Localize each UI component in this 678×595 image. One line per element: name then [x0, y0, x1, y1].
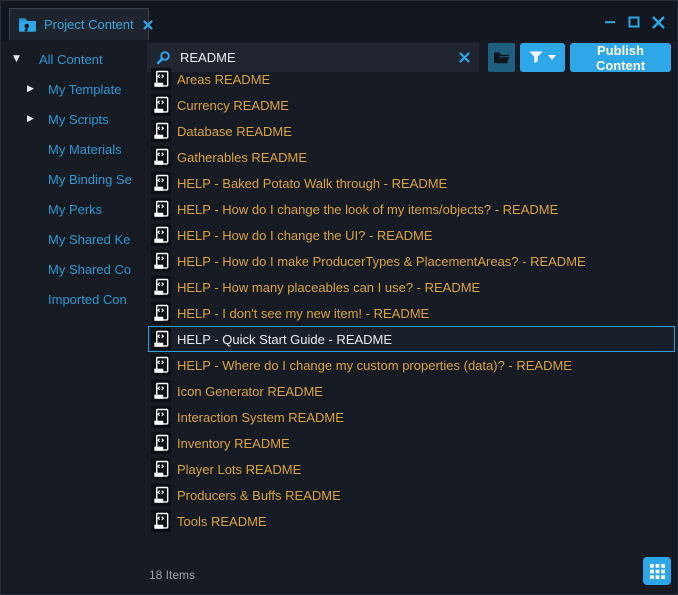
- list-item-database-readme[interactable]: Database README: [148, 118, 675, 144]
- expand-arrow-icon[interactable]: ▶: [27, 84, 34, 94]
- list-item-label: HELP - I don't see my new item! - README: [177, 305, 430, 321]
- list-item-help-how-many-placeables-can-i-use-readme[interactable]: HELP - How many placeables can I use? - …: [148, 274, 675, 300]
- list-item-label: HELP - How do I make ProducerTypes & Pla…: [177, 253, 586, 269]
- publish-content-button[interactable]: Publish Content: [570, 43, 671, 73]
- minimize-icon[interactable]: [603, 15, 617, 29]
- grid-view-button[interactable]: [643, 557, 671, 585]
- sidebar-item-label: My Shared Ke: [48, 231, 131, 247]
- list-item-producers-buffs-readme[interactable]: Producers & Buffs README: [148, 482, 675, 508]
- script-file-icon: [151, 302, 171, 324]
- script-file-icon: [151, 120, 171, 142]
- list-item-tools-readme[interactable]: Tools README: [148, 508, 675, 534]
- sidebar-item-label: My Scripts: [48, 111, 109, 127]
- list-item-label: Icon Generator README: [177, 383, 323, 399]
- sidebar-item-label: My Template: [48, 81, 122, 97]
- sidebar-item-label: Imported Con: [48, 291, 127, 307]
- search-input[interactable]: [178, 49, 452, 66]
- caret-down-icon: [548, 55, 556, 60]
- sidebar-item-my-template[interactable]: ▶ My Template: [1, 74, 147, 104]
- list-item-help-quick-start-guide-readme[interactable]: HELP - Quick Start Guide - README: [148, 326, 675, 352]
- sidebar-item-label: My Shared Co: [48, 261, 132, 277]
- sidebar-item-label: My Perks: [48, 201, 103, 217]
- maximize-icon[interactable]: [627, 15, 641, 29]
- sidebar-item-my-shared-co[interactable]: My Shared Co: [1, 254, 147, 284]
- clear-search-icon[interactable]: [459, 52, 470, 63]
- list-item-label: HELP - Quick Start Guide - README: [177, 331, 393, 347]
- tab-close-icon[interactable]: [143, 19, 153, 30]
- list-item-help-where-do-i-change-my-custom-properties-data-readme[interactable]: HELP - Where do I change my custom prope…: [148, 352, 675, 378]
- open-folder-button[interactable]: [488, 43, 515, 72]
- script-file-icon: [151, 68, 171, 90]
- list-item-label: Producers & Buffs README: [177, 487, 341, 503]
- search-icon: [156, 50, 171, 65]
- list-item-gatherables-readme[interactable]: Gatherables README: [148, 144, 675, 170]
- script-file-icon: [151, 484, 171, 506]
- sidebar-item-my-binding-se[interactable]: My Binding Se: [1, 164, 147, 194]
- tab-title: Project Content: [44, 17, 134, 32]
- list-item-help-how-do-i-change-the-look-of-my-items-objects-readme[interactable]: HELP - How do I change the look of my it…: [148, 196, 675, 222]
- list-item-areas-readme[interactable]: Areas README: [148, 66, 675, 92]
- search-box: [147, 43, 479, 72]
- project-folder-icon: [18, 17, 37, 33]
- script-file-icon: [151, 146, 171, 168]
- script-file-icon: [151, 276, 171, 298]
- grid-view-icon: [649, 563, 665, 579]
- list-item-label: Areas README: [177, 71, 271, 87]
- list-item-icon-generator-readme[interactable]: Icon Generator README: [148, 378, 675, 404]
- script-file-icon: [151, 198, 171, 220]
- sidebar-item-my-materials[interactable]: My Materials: [1, 134, 147, 164]
- list-item-label: Inventory README: [177, 435, 290, 451]
- sidebar-item-imported-con[interactable]: Imported Con: [1, 284, 147, 314]
- list-item-label: HELP - Where do I change my custom prope…: [177, 357, 572, 373]
- script-file-icon: [151, 406, 171, 428]
- sidebar-item-label: My Binding Se: [48, 171, 132, 187]
- content-list: Areas README Currency README Database RE…: [148, 66, 675, 534]
- script-file-icon: [151, 458, 171, 480]
- list-item-label: HELP - How many placeables can I use? - …: [177, 279, 481, 295]
- filter-icon: [529, 51, 543, 64]
- open-folder-icon: [493, 51, 510, 65]
- script-file-icon: [151, 224, 171, 246]
- list-item-currency-readme[interactable]: Currency README: [148, 92, 675, 118]
- sidebar-item-my-shared-ke[interactable]: My Shared Ke: [1, 224, 147, 254]
- sidebar-item-all-content[interactable]: ▼ All Content: [1, 44, 147, 74]
- sidebar-item-my-perks[interactable]: My Perks: [1, 194, 147, 224]
- filter-button[interactable]: [520, 43, 565, 72]
- list-item-help-baked-potato-walk-through-readme[interactable]: HELP - Baked Potato Walk through - READM…: [148, 170, 675, 196]
- list-item-label: Currency README: [177, 97, 289, 113]
- sidebar-item-label: All Content: [39, 51, 103, 67]
- list-item-label: Database README: [177, 123, 292, 139]
- list-item-help-how-do-i-change-the-ui-readme[interactable]: HELP - How do I change the UI? - README: [148, 222, 675, 248]
- script-file-icon: [151, 510, 171, 532]
- script-file-icon: [151, 432, 171, 454]
- list-item-inventory-readme[interactable]: Inventory README: [148, 430, 675, 456]
- list-item-label: HELP - How do I change the look of my it…: [177, 201, 559, 217]
- script-file-icon: [151, 250, 171, 272]
- list-item-player-lots-readme[interactable]: Player Lots README: [148, 456, 675, 482]
- collapse-arrow-icon[interactable]: ▼: [13, 54, 20, 64]
- list-item-label: HELP - How do I change the UI? - README: [177, 227, 433, 243]
- sidebar-item-my-scripts[interactable]: ▶ My Scripts: [1, 104, 147, 134]
- script-file-icon: [151, 94, 171, 116]
- window-controls: [603, 15, 665, 29]
- list-item-help-how-do-i-make-producertypes-placementareas-readme[interactable]: HELP - How do I make ProducerTypes & Pla…: [148, 248, 675, 274]
- sidebar: ▼ All Content ▶ My Template ▶ My Scripts…: [1, 44, 147, 594]
- item-count-label: 18 Items: [149, 568, 196, 582]
- main-panel: Publish Content Areas README Currency RE…: [147, 1, 677, 594]
- list-item-label: Interaction System README: [177, 409, 344, 425]
- list-item-label: Tools README: [177, 513, 267, 529]
- list-item-label: Gatherables README: [177, 149, 308, 165]
- close-icon[interactable]: [651, 15, 665, 29]
- list-item-label: Player Lots README: [177, 461, 302, 477]
- script-file-icon: [151, 328, 171, 350]
- script-file-icon: [151, 380, 171, 402]
- list-item-interaction-system-readme[interactable]: Interaction System README: [148, 404, 675, 430]
- script-file-icon: [151, 354, 171, 376]
- expand-arrow-icon[interactable]: ▶: [27, 114, 34, 124]
- list-item-help-i-don-t-see-my-new-item-readme[interactable]: HELP - I don't see my new item! - README: [148, 300, 675, 326]
- project-content-tab[interactable]: Project Content: [9, 8, 153, 40]
- list-item-label: HELP - Baked Potato Walk through - READM…: [177, 175, 448, 191]
- sidebar-item-label: My Materials: [48, 141, 122, 157]
- script-file-icon: [151, 172, 171, 194]
